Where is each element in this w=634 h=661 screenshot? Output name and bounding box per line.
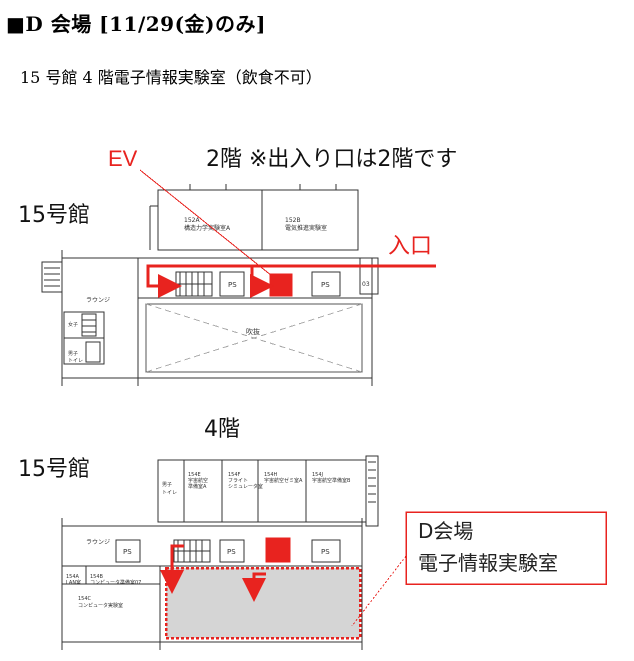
atrium-label: 吹抜 [246,327,260,336]
floor4-plan: 4階 15号館 男子 トイレ 154E 宇宙航空 準備室A 154F フライト … [18,417,607,650]
route-to-ev [250,266,274,298]
venue-label-box [405,511,607,585]
floor2-plan: EV 2階 ※出入り口は2階です 15号館 入口 152A 構造力学実験室A 1… [18,146,457,386]
ps-2-box [219,539,245,563]
left-stair-annex [41,261,63,293]
route-stairs-to-venue [160,544,184,594]
floor2-lounge-label: ラウンジ [86,296,110,304]
room-154e-name: 宇宙航空 [188,477,208,484]
floor4-right-stair [365,455,379,527]
ps-right-box [311,271,341,297]
floor4-mens-wc: 男子 [162,481,172,488]
floor4-ev-box [265,537,291,563]
ev-label: EV [108,146,138,171]
page-subheading: 15 号館 4 階電子情報実験室（飲食不可） [20,68,322,87]
ps-right-label: PS [321,281,330,289]
ps-1-label: PS [123,548,132,556]
floor4-building-label: 15号館 [18,457,90,482]
ps-3-box [311,539,341,563]
room-154h-name: 宇宙航空ゼミ室A [264,477,303,484]
ev-pointer-line [139,169,273,277]
svg-text:準備室A: 準備室A [188,483,207,490]
room-154c-name: コンピュータ実験室 [78,602,123,609]
room-154j-number: 154J [312,472,323,478]
page-heading: ■D 会場 [11/29(金)のみ] [6,12,266,36]
svg-text:03: 03 [362,281,370,288]
entrance-label: 入口 [388,234,432,259]
route-to-stairs [146,264,436,298]
ps-1-box [115,539,141,563]
ps-left-label: PS [228,281,237,289]
floor4-label: 4階 [204,417,240,442]
floor2-building-label: 15号館 [18,203,90,228]
route-ev-to-venue [242,572,266,602]
venue-label-line2: 電子情報実験室 [418,551,558,575]
room-154a-number: 154A [66,574,80,580]
floor2-ev-box [269,273,293,297]
room-152a-number: 152A [184,217,200,224]
venue-label-line1: D会場 [418,519,473,543]
room-154b-number: 154B [90,574,104,580]
room-154b-name: コンピュータ準備室07 [90,579,141,586]
venue-highlight [164,566,362,640]
atrium [145,303,363,373]
floor4-upper-rooms [157,459,367,523]
room-154c-number: 154C [78,596,92,602]
svg-text:トイレ: トイレ [162,490,177,496]
floor4-lounge-label: ラウンジ [86,538,110,546]
room-154f-number: 154F [228,472,241,478]
svg-text:シミュレータ室: シミュレータ室 [228,483,263,490]
room-152b-name: 電気推進実験室 [285,224,327,232]
room-152b-number: 152B [285,217,301,224]
room-154e-number: 154E [188,472,201,478]
floor2-note: 2階 ※出入り口は2階です [206,147,457,172]
room-154h-number: 154H [264,472,278,478]
upper-room-block [157,189,359,251]
ps-2-label: PS [227,548,236,556]
floor2-outline [61,257,373,379]
room-154f-name: フライト [228,478,248,484]
room-152a-name: 構造力学実験室A [184,224,231,232]
room-154j-name: 宇宙航空準備室B [312,477,351,484]
ps-3-label: PS [321,548,330,556]
venue-callout-line [351,555,407,627]
room-154a-name: LAN室 [66,579,81,586]
ps-left-box [219,271,245,297]
svg-text:トイレ: トイレ [68,358,83,364]
floor2-mens-wc: 男子 [68,350,78,357]
floor2-womens-wc: 女子 [68,321,78,328]
